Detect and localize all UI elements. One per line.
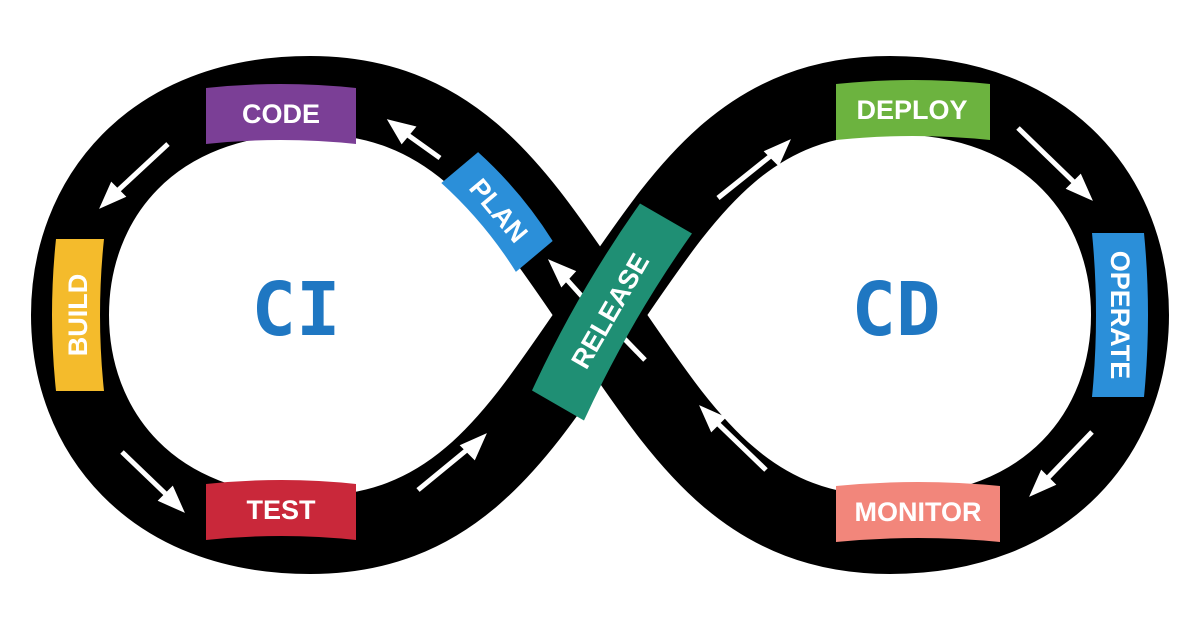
stage-code: CODE bbox=[206, 84, 356, 144]
stage-code-flag bbox=[206, 84, 356, 144]
stage-test: TEST bbox=[206, 480, 356, 540]
stage-monitor: MONITOR bbox=[836, 482, 1000, 542]
stage-deploy-flag bbox=[836, 80, 990, 140]
arrow-icon bbox=[716, 139, 791, 200]
stage-operate-flag bbox=[1092, 233, 1148, 397]
stage-operate: OPERATE bbox=[1092, 233, 1148, 397]
stage-test-label: TEST bbox=[246, 495, 316, 525]
stage-test-flag bbox=[206, 480, 356, 540]
loop-label-cd: CD bbox=[851, 267, 940, 353]
stage-build: BUILD bbox=[52, 239, 104, 391]
arrow-icon bbox=[120, 450, 185, 513]
stage-deploy: DEPLOY bbox=[836, 80, 990, 140]
arrow-icon bbox=[416, 433, 487, 492]
stage-plan-flag bbox=[441, 152, 553, 272]
stage-monitor-flag bbox=[836, 482, 1000, 542]
stage-build-flag bbox=[52, 239, 104, 391]
stage-monitor-label: MONITOR bbox=[855, 497, 982, 527]
loop-label-ci: CI bbox=[251, 267, 340, 353]
arrow-icon bbox=[1029, 430, 1094, 497]
stage-code-label: CODE bbox=[242, 99, 320, 129]
arrow-icon bbox=[1016, 126, 1093, 201]
stage-operate-label: OPERATE bbox=[1105, 251, 1135, 380]
stage-build-label: BUILD bbox=[63, 274, 93, 357]
flow-arrows bbox=[99, 119, 1094, 513]
arrow-icon bbox=[386, 119, 442, 161]
stage-deploy-label: DEPLOY bbox=[856, 95, 967, 125]
arrow-icon bbox=[699, 405, 768, 472]
arrow-icon bbox=[99, 142, 170, 209]
stage-release-flag bbox=[532, 203, 692, 421]
